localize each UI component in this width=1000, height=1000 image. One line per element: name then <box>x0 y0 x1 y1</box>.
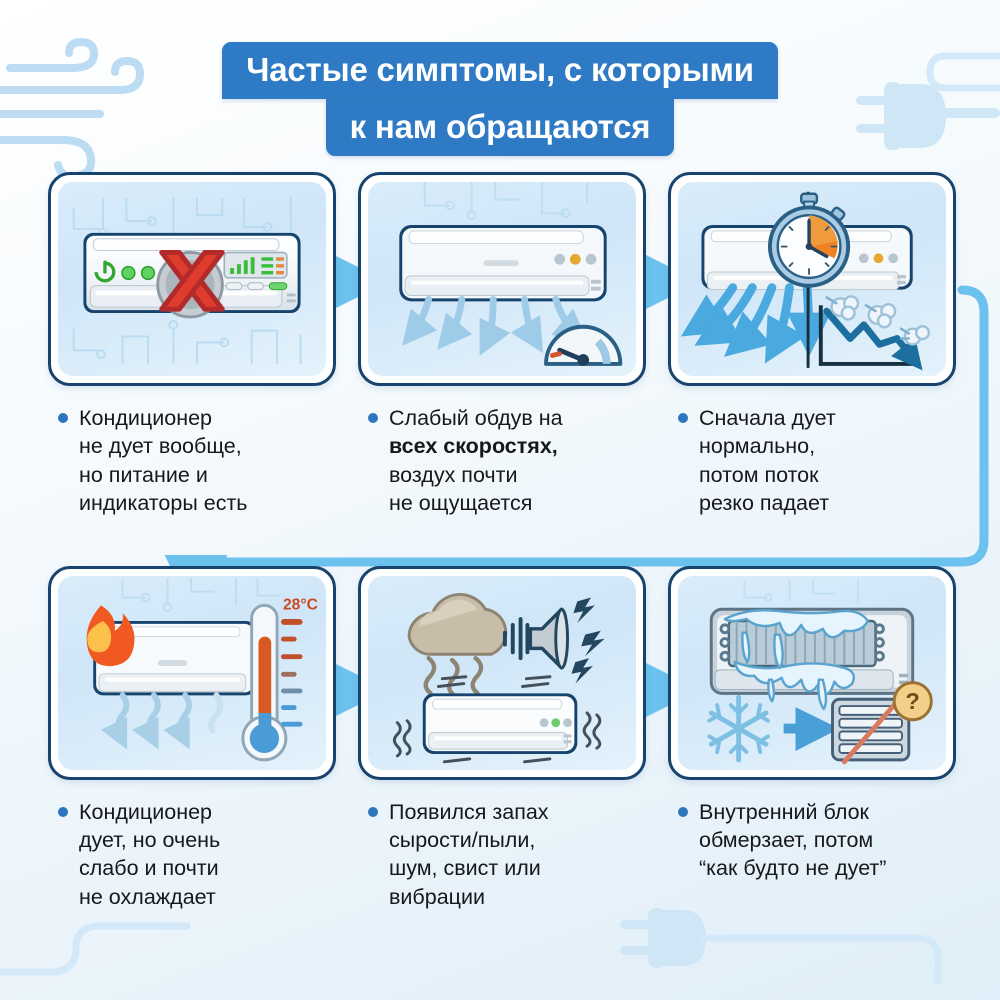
page-title: Частые симптомы, с которыми к нам обраща… <box>0 42 1000 156</box>
temperature-label: 28°C <box>283 596 318 613</box>
card-art-6: ? <box>678 575 946 770</box>
bullet-icon <box>678 413 688 423</box>
indicator-led <box>140 265 156 281</box>
display-panel <box>223 251 288 291</box>
circuit-pattern-icon <box>423 182 589 221</box>
flame-icon <box>86 604 135 666</box>
symptom-card-no-cooling[interactable]: 28°C Кондиционер дует, но очень слабо и … <box>48 565 336 912</box>
vibration-line-icon <box>392 674 602 763</box>
symptoms-grid: Кондиционер не дует вообще, но питание и… <box>48 172 960 911</box>
lightning-bolt-icon <box>571 597 605 684</box>
dust-cloud-icon <box>407 592 508 656</box>
bullet-icon <box>58 413 68 423</box>
caption-1: Кондиционер не дует вообще, но питание и… <box>48 404 336 518</box>
card-art-5 <box>368 575 636 770</box>
gauge-icon <box>544 324 623 366</box>
caption-3: Сначала дует нормально, потом поток резк… <box>668 404 956 518</box>
card-frame-6: ? <box>668 565 956 780</box>
card-art-1 <box>58 182 326 376</box>
caption-6: Внутренний блок обмерзает, потом “как бу… <box>668 798 956 883</box>
ac-unit-icon <box>422 692 578 754</box>
title-line-2: к нам обращаются <box>325 99 675 156</box>
caption-2: Слабый обдув на всех скоростях, воздух п… <box>358 404 646 518</box>
speaker-icon <box>528 607 569 670</box>
circuit-pattern-icon <box>743 579 859 603</box>
bullet-icon <box>58 806 68 817</box>
card-art-2 <box>368 182 636 376</box>
card-frame-3 <box>668 172 956 386</box>
symptom-card-freezing[interactable]: ? Внутренний блок обмерзает, потом “как … <box>668 565 956 912</box>
blocked-grille-icon <box>831 694 911 764</box>
icicle-icon <box>723 608 869 710</box>
stopwatch-icon <box>767 192 851 288</box>
corner-line-decoration-bottom-left <box>0 922 190 976</box>
caption-text-5: Появился запах сырости/пыли, шум, свист … <box>389 799 549 909</box>
symptom-card-no-airflow-at-all[interactable]: Кондиционер не дует вообще, но питание и… <box>48 172 336 518</box>
card-frame-2 <box>358 172 646 386</box>
card-art-4: 28°C <box>58 575 326 770</box>
symptom-card-weak-airflow[interactable]: Слабый обдув на всех скоростях, воздух п… <box>358 172 646 518</box>
caption-text-2: Слабый обдув на всех скоростях, воздух п… <box>389 406 563 516</box>
caption-text-6: Внутренний блок обмерзает, потом “как бу… <box>699 799 887 881</box>
snowflake-icon <box>707 694 770 762</box>
bullet-icon <box>368 806 378 817</box>
title-line-1: Частые симптомы, с которыми <box>222 42 778 99</box>
caption-5: Появился запах сырости/пыли, шум, свист … <box>358 798 646 912</box>
caption-text-1: Кондиционер не дует вообще, но питание и… <box>79 406 248 516</box>
ac-unit-icon <box>399 225 607 302</box>
question-mark-icon: ? <box>892 680 933 721</box>
wavy-airflow-arrow <box>100 691 224 750</box>
airflow-arrow <box>680 283 832 364</box>
airflow-arrow <box>402 295 589 356</box>
power-icon <box>94 260 116 283</box>
symptom-card-flow-drops[interactable]: Сначала дует нормально, потом поток резк… <box>668 172 956 518</box>
card-frame-1 <box>48 172 336 386</box>
sound-wave-icon <box>502 616 530 660</box>
indicator-led <box>121 265 136 281</box>
card-frame-4: 28°C <box>48 565 336 780</box>
symptom-card-smell-noise[interactable]: Появился запах сырости/пыли, шум, свист … <box>358 565 646 912</box>
caption-text-3: Сначала дует нормально, потом поток резк… <box>699 406 836 516</box>
caption-4: Кондиционер дует, но очень слабо и почти… <box>48 798 336 912</box>
bullet-icon <box>368 413 378 423</box>
thermometer-icon: 28°C <box>241 596 318 761</box>
caption-text-4: Кондиционер дует, но очень слабо и почти… <box>79 799 221 909</box>
card-frame-5 <box>358 565 646 780</box>
circuit-pattern-icon <box>121 577 280 612</box>
card-art-3 <box>678 182 946 376</box>
svg-text:?: ? <box>906 688 920 714</box>
bullet-icon <box>678 806 688 817</box>
